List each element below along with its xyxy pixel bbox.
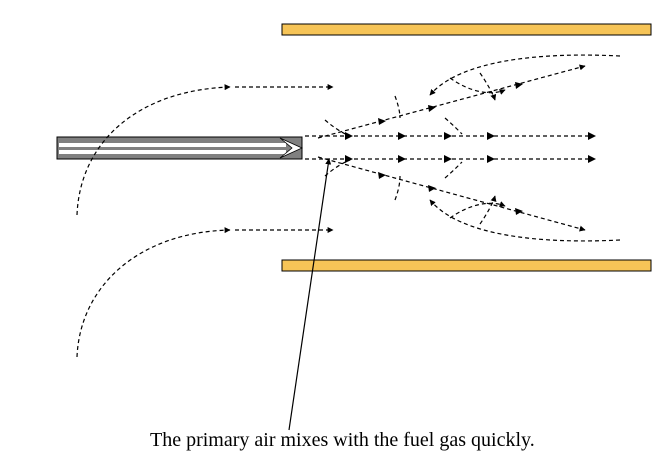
triangle-arrowhead-icon xyxy=(428,185,436,192)
triangle-arrowhead-icon xyxy=(428,105,436,112)
nozzle-curl-upper xyxy=(324,119,351,137)
upper-recirc-inner-2 xyxy=(444,117,463,135)
triangle-arrowhead-icon xyxy=(487,132,495,140)
jet-diverge-up xyxy=(317,64,586,139)
triangle-arrowhead-icon xyxy=(515,82,523,89)
lower-wall xyxy=(281,259,652,272)
triangle-arrowhead-icon xyxy=(378,118,386,125)
triangle-arrowhead-icon xyxy=(588,155,596,163)
fuel-nozzle xyxy=(56,136,303,160)
jet-arrowheads xyxy=(345,82,596,215)
lower-recirc-inner xyxy=(394,175,401,201)
nozzle-curl-lower xyxy=(324,159,351,177)
upper-recirc-small xyxy=(479,72,497,101)
diagram-caption: The primary air mixes with the fuel gas … xyxy=(150,429,535,451)
triangle-arrowhead-icon xyxy=(345,132,353,140)
lower-recirc-small xyxy=(479,195,497,225)
triangle-arrowhead-icon xyxy=(378,172,386,179)
lower-recirc-inner-2 xyxy=(444,161,463,179)
triangle-arrowhead-icon xyxy=(398,155,406,163)
upper-recirc-large xyxy=(429,54,621,96)
triangle-arrowhead-icon xyxy=(444,132,452,140)
jet-diverge-down xyxy=(317,156,586,232)
triangle-arrowhead-icon xyxy=(398,132,406,140)
triangle-arrowhead-icon xyxy=(515,208,523,215)
upper-recirc-medium xyxy=(449,77,506,95)
triangle-arrowhead-icon xyxy=(487,155,495,163)
triangle-arrowhead-icon xyxy=(444,155,452,163)
upper-recirc-inner xyxy=(394,95,401,119)
annotation-pointer xyxy=(288,158,332,431)
lower-inlet-curve xyxy=(76,227,231,358)
triangle-arrowhead-icon xyxy=(345,155,353,163)
triangle-arrowhead-icon xyxy=(588,132,596,140)
upper-wall xyxy=(281,23,652,36)
lower-recirc-large xyxy=(429,199,621,242)
airflow-lines xyxy=(76,54,621,358)
nozzle-tip-chevron xyxy=(279,137,303,159)
